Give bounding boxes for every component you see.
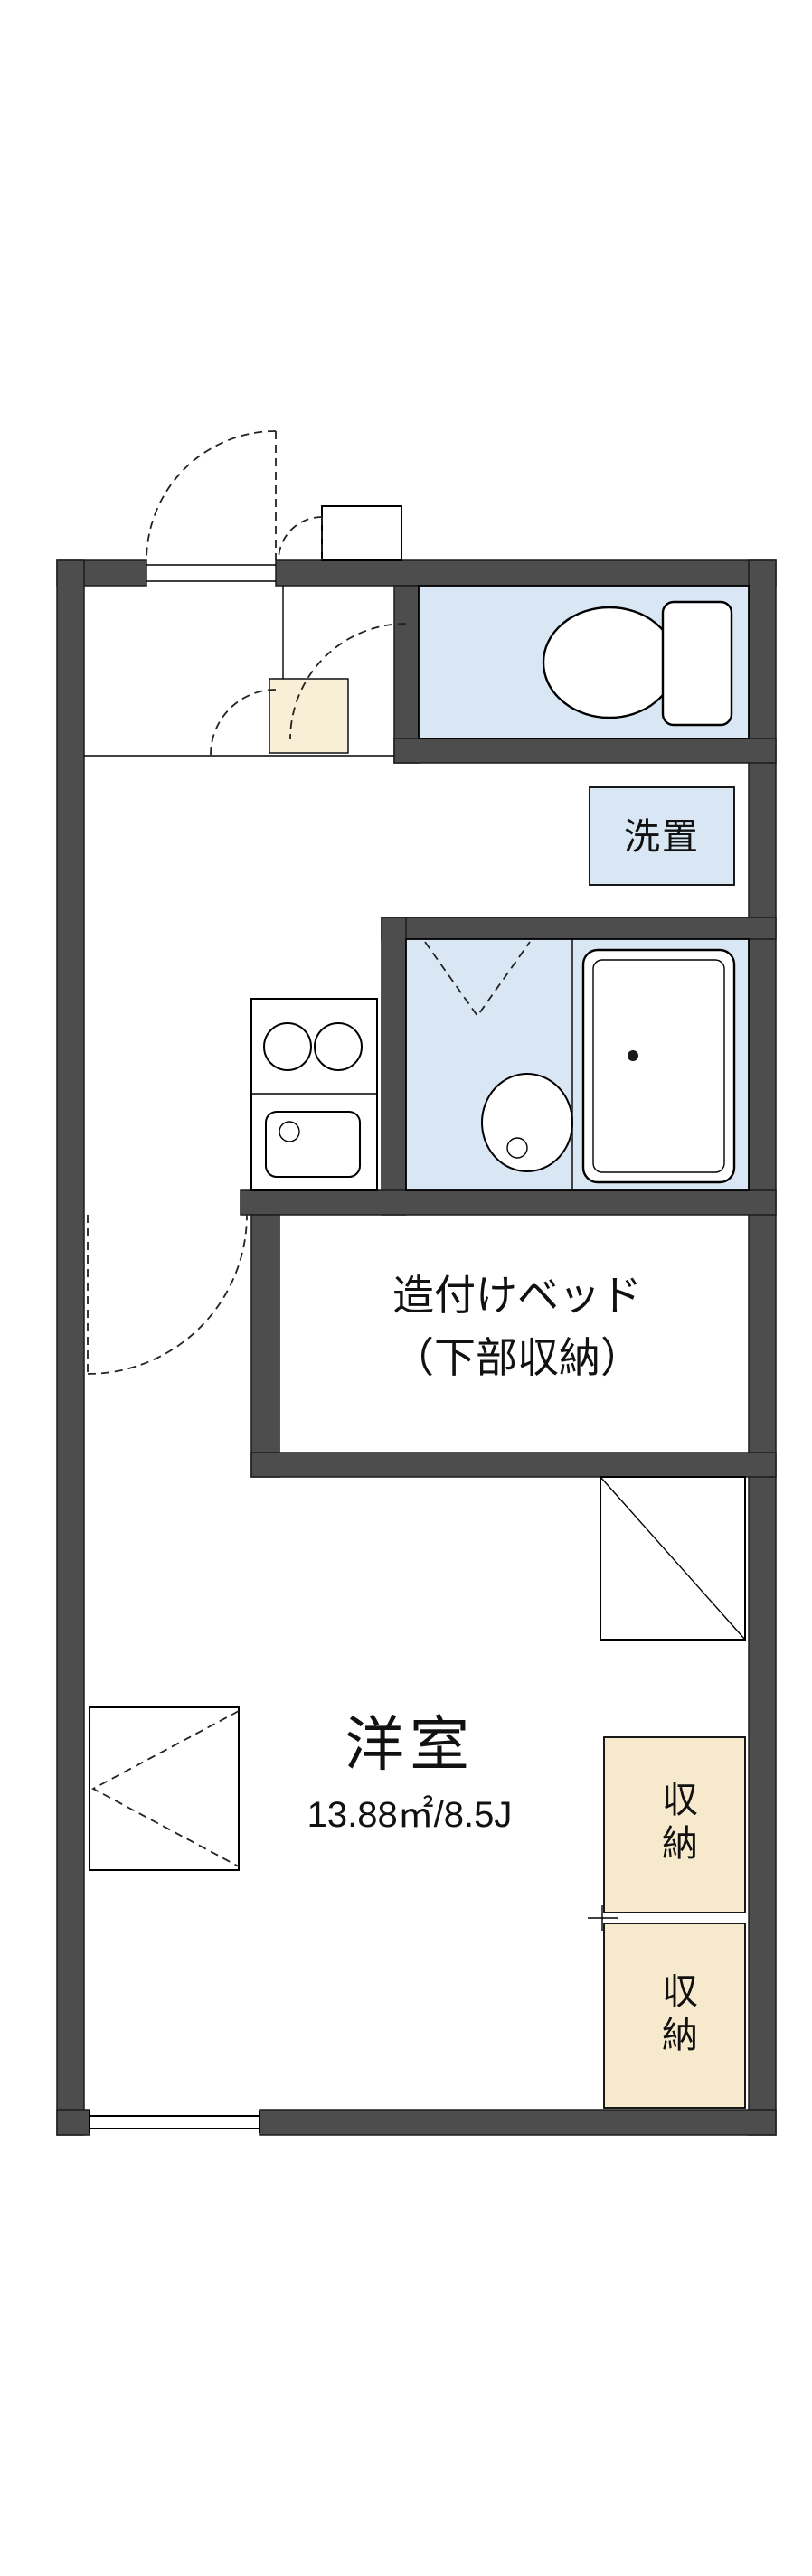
built-in-bed-label-line1: 造付けベッド xyxy=(392,1272,642,1319)
stove-burner-right xyxy=(314,1022,363,1071)
wall-bottom-right xyxy=(259,2109,777,2136)
entrance-door-swing-arc xyxy=(146,430,277,561)
toilet-tank xyxy=(661,600,733,727)
wall-bed-left xyxy=(250,1214,280,1478)
main-room-name-label: 洋室 xyxy=(345,1710,475,1778)
main-room-area-label: 13.88㎡/8.5J xyxy=(307,1795,513,1835)
toilet-bowl xyxy=(542,606,677,719)
wall-bed-top xyxy=(240,1189,777,1216)
small-door-swing-arc xyxy=(278,516,323,561)
closet-door-swing-arc xyxy=(210,689,277,756)
bathtub-drain-dot xyxy=(628,1050,638,1061)
kitchen-sink-icon xyxy=(265,1111,361,1178)
windows xyxy=(89,1706,260,2133)
room-door-swing-arc xyxy=(87,1214,248,1375)
washbasin-icon xyxy=(481,1073,573,1172)
fridge-space-diagonal xyxy=(600,1476,746,1641)
stove-burners-icon xyxy=(263,1022,363,1071)
wall-right xyxy=(748,559,777,2136)
wall-left xyxy=(56,559,85,2136)
washbasin-bowl xyxy=(481,1073,573,1172)
bay-window xyxy=(89,1706,240,1871)
wall-toilet-left xyxy=(393,585,420,764)
wall-bottom-left-stub xyxy=(56,2109,90,2136)
laundry-area-label: 洗置 xyxy=(624,817,700,857)
storage-closet-2 xyxy=(603,1923,746,2109)
storage-label-1: 収納 xyxy=(656,1781,696,1867)
bathroom-fixtures xyxy=(424,939,736,1190)
sink-basin xyxy=(265,1111,361,1178)
toilet-door-swing-arc xyxy=(289,623,407,740)
entrance-area xyxy=(84,505,402,757)
diagonal-space-box xyxy=(600,1476,746,1641)
bathtub-outer xyxy=(581,948,736,1184)
built-in-bed-label: 造付けベッド （下部収納） xyxy=(392,1264,642,1389)
wall-toilet-bottom xyxy=(393,738,777,764)
storage-closets xyxy=(588,1736,746,2109)
wall-bed-bottom xyxy=(250,1452,777,1478)
stove-burner-left xyxy=(263,1022,312,1071)
walls xyxy=(56,559,777,2136)
storage-closet-1 xyxy=(603,1736,746,1913)
wall-bath-left xyxy=(381,917,407,1216)
toilet-icon xyxy=(542,600,733,727)
bathtub-inner xyxy=(592,959,725,1173)
bathtub-icon xyxy=(581,948,736,1184)
sink-drain xyxy=(279,1121,300,1142)
genkan-step xyxy=(269,678,349,754)
folding-door-dashes xyxy=(424,941,531,1018)
washbasin-drain xyxy=(506,1137,528,1159)
window-symbol xyxy=(89,2111,260,2133)
storage-label-2: 収納 xyxy=(656,1972,696,2059)
door-swings xyxy=(87,430,407,1375)
meter-box xyxy=(321,505,402,561)
bay-window-frame xyxy=(89,1706,240,1871)
kitchen-unit xyxy=(250,998,378,1191)
built-in-bed-label-line2: （下部収納） xyxy=(392,1334,642,1381)
bay-window-opening-dashes xyxy=(91,1710,240,1867)
wall-bath-top xyxy=(381,917,777,940)
wall-top-right xyxy=(275,559,777,587)
laundry-space xyxy=(589,786,735,886)
